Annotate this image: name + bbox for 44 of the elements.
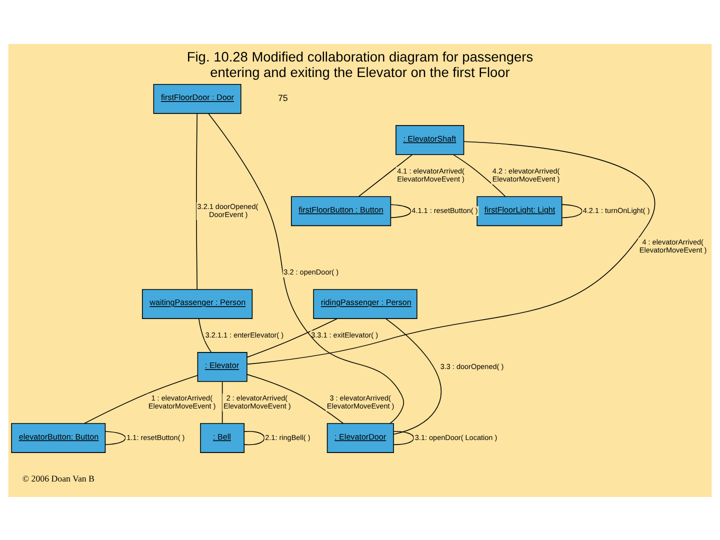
edge-label: 1 : elevatorArrived( ElevatorMoveEvent ) — [148, 392, 216, 410]
edge-label: 3 : elevatorArrived( ElevatorMoveEvent ) — [326, 392, 394, 410]
edge-label: 2.1: ringBell( ) — [265, 432, 310, 442]
connector — [198, 318, 212, 352]
connector — [246, 140, 654, 364]
edge-label: 1.1: resetButton( ) — [126, 432, 185, 442]
connector — [561, 204, 582, 218]
edge-label: 3.2.1.1 : enterElevator( ) — [205, 330, 284, 339]
connector — [244, 430, 265, 445]
edge-label: 3.3 : doorOpened( ) — [440, 361, 504, 370]
label: © 2006 Doan Van B — [22, 472, 94, 483]
node-box: : ElevatorDoor — [326, 422, 394, 452]
connector — [208, 112, 404, 424]
connector — [393, 430, 414, 445]
connector — [358, 154, 412, 196]
edge-label: 4 : elevatorArrived( ElevatorMoveEvent ) — [639, 236, 707, 254]
connector — [453, 154, 506, 196]
connector — [385, 318, 442, 434]
diagram-title: Fig. 10.28 Modified collaboration diagram for passengers entering and exiting the Elevator on the first Floor — [186, 48, 534, 80]
connector — [390, 204, 412, 218]
edge-label: 4.2.1 : turnOnLight( ) — [582, 205, 650, 214]
node-box: : Elevator — [197, 352, 248, 382]
edge-label: 4.1.1 : resetButton( ) — [412, 205, 478, 214]
connector — [104, 430, 126, 445]
connector — [196, 112, 198, 290]
node-box: ridingPassenger : Person — [313, 288, 418, 318]
edge-label: 3.2.1 doorOpened( DoorEvent ) — [197, 201, 258, 218]
edge-label: 3.1: openDoor( Location ) — [414, 432, 498, 442]
edge-label: 3.3.1 : exitElevator( ) — [311, 330, 378, 339]
node-box: : Bell — [200, 422, 245, 452]
node-box: waitingPassenger : Person — [142, 288, 253, 318]
edge-label: 2 : elevatorArrived( ElevatorMoveEvent ) — [224, 392, 291, 410]
connector — [222, 380, 223, 424]
node-box: : ElevatorShaft — [396, 124, 464, 155]
edge-label: 4.1 : elevatorArrived( ElevatorMoveEvent ) — [397, 166, 464, 183]
edge-label: 3.2 : openDoor( ) — [284, 266, 339, 276]
connector — [84, 374, 198, 424]
node-box: firstFloorDoor : Door — [153, 83, 242, 114]
node-box: elevatorButton: Button — [11, 422, 106, 452]
node-box: firstFloorButton : Button — [290, 196, 392, 226]
edge-label: 4.2 : elevatorArrived( ElevatorMoveEvent ) — [492, 166, 560, 183]
connector — [246, 374, 344, 424]
label: 75 — [278, 92, 288, 103]
connector — [246, 318, 338, 358]
